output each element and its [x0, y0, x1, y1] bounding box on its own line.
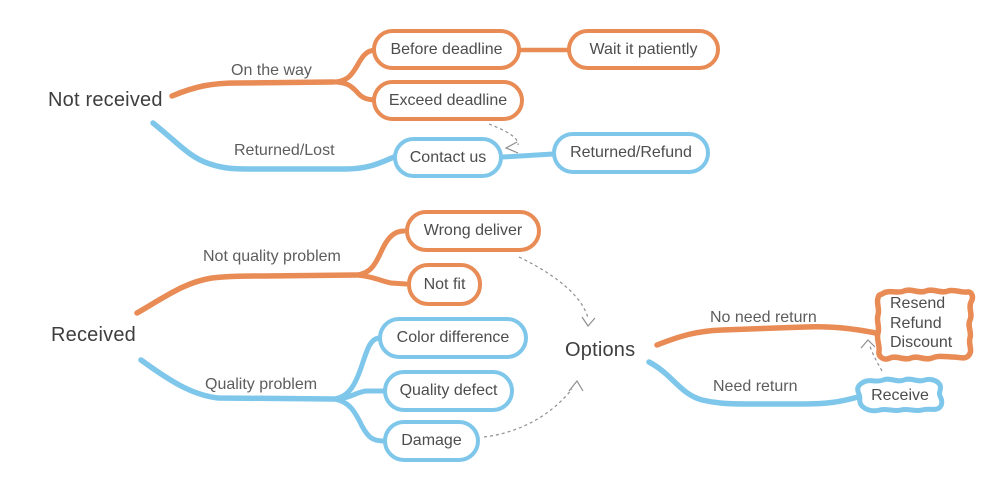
wire-on-the-way-before-deadline	[330, 47, 379, 85]
wire-not-quality-not-fit	[353, 272, 409, 287]
node-wait-it-patiently: Wait it patiently	[567, 29, 720, 70]
branch-label-on-the-way: On the way	[231, 62, 312, 79]
wire-not-quality-wrong-deliver	[353, 228, 407, 278]
node-color-difference: Color difference	[378, 317, 528, 359]
dashed-arrowhead-exceed-to-contact	[504, 141, 519, 154]
dashed-arrowhead-receive-to-resend	[860, 339, 876, 349]
branch-label-no-need-return: No need return	[710, 309, 817, 326]
dashed-arrowhead-damage-to-options	[568, 379, 584, 392]
discount-line: Discount	[890, 334, 953, 351]
node-quality-defect: Quality defect	[383, 370, 514, 412]
resend-line: Resend	[890, 295, 946, 312]
node-damage: Damage	[383, 420, 480, 462]
wire-not-received-returned-lost	[150, 120, 397, 172]
scribble-box-receive	[855, 376, 945, 414]
wire-received-quality-problem	[138, 357, 337, 402]
node-not-fit: Not fit	[407, 263, 482, 306]
dashed-arrow-damage-to-options	[483, 388, 573, 438]
branch-label-returned-lost: Returned/Lost	[234, 142, 335, 159]
branch-label-not-quality-problem: Not quality problem	[203, 248, 341, 265]
node-resend-refund-discount: Resend Refund Discount	[890, 294, 952, 353]
wire-quality-color-difference	[331, 335, 383, 402]
scribble-box-resend	[874, 287, 976, 362]
node-exceed-deadline: Exceed deadline	[372, 80, 524, 121]
dashed-arrow-wrong-deliver-to-options	[518, 256, 589, 319]
node-wrong-deliver: Wrong deliver	[405, 210, 541, 252]
wire-received-not-quality	[134, 272, 359, 316]
wire-not-received-on-the-way	[169, 79, 336, 99]
branch-label-need-return: Need return	[713, 378, 798, 395]
node-contact-us: Contact us	[393, 137, 503, 178]
node-receive: Receive	[871, 387, 929, 405]
dashed-arrowhead-wrong-deliver-to-options	[581, 316, 596, 327]
branch-label-quality-problem: Quality problem	[205, 376, 318, 393]
node-received: Received	[51, 324, 136, 346]
wire-on-the-way-exceed-deadline	[330, 79, 379, 103]
wire-options-need-return	[646, 359, 861, 407]
dashed-arrow-exceed-to-contact	[488, 123, 519, 146]
node-before-deadline: Before deadline	[372, 29, 521, 70]
node-not-received: Not received	[48, 89, 163, 111]
wire-quality-damage	[331, 396, 387, 444]
node-returned-refund: Returned/Refund	[552, 132, 710, 174]
node-options: Options	[565, 339, 636, 361]
dashed-arrow-receive-to-resend	[869, 345, 883, 372]
refund-line: Refund	[890, 314, 942, 332]
wire-options-no-need-return	[654, 324, 879, 348]
wire-contact-us-returned-refund	[500, 151, 556, 160]
